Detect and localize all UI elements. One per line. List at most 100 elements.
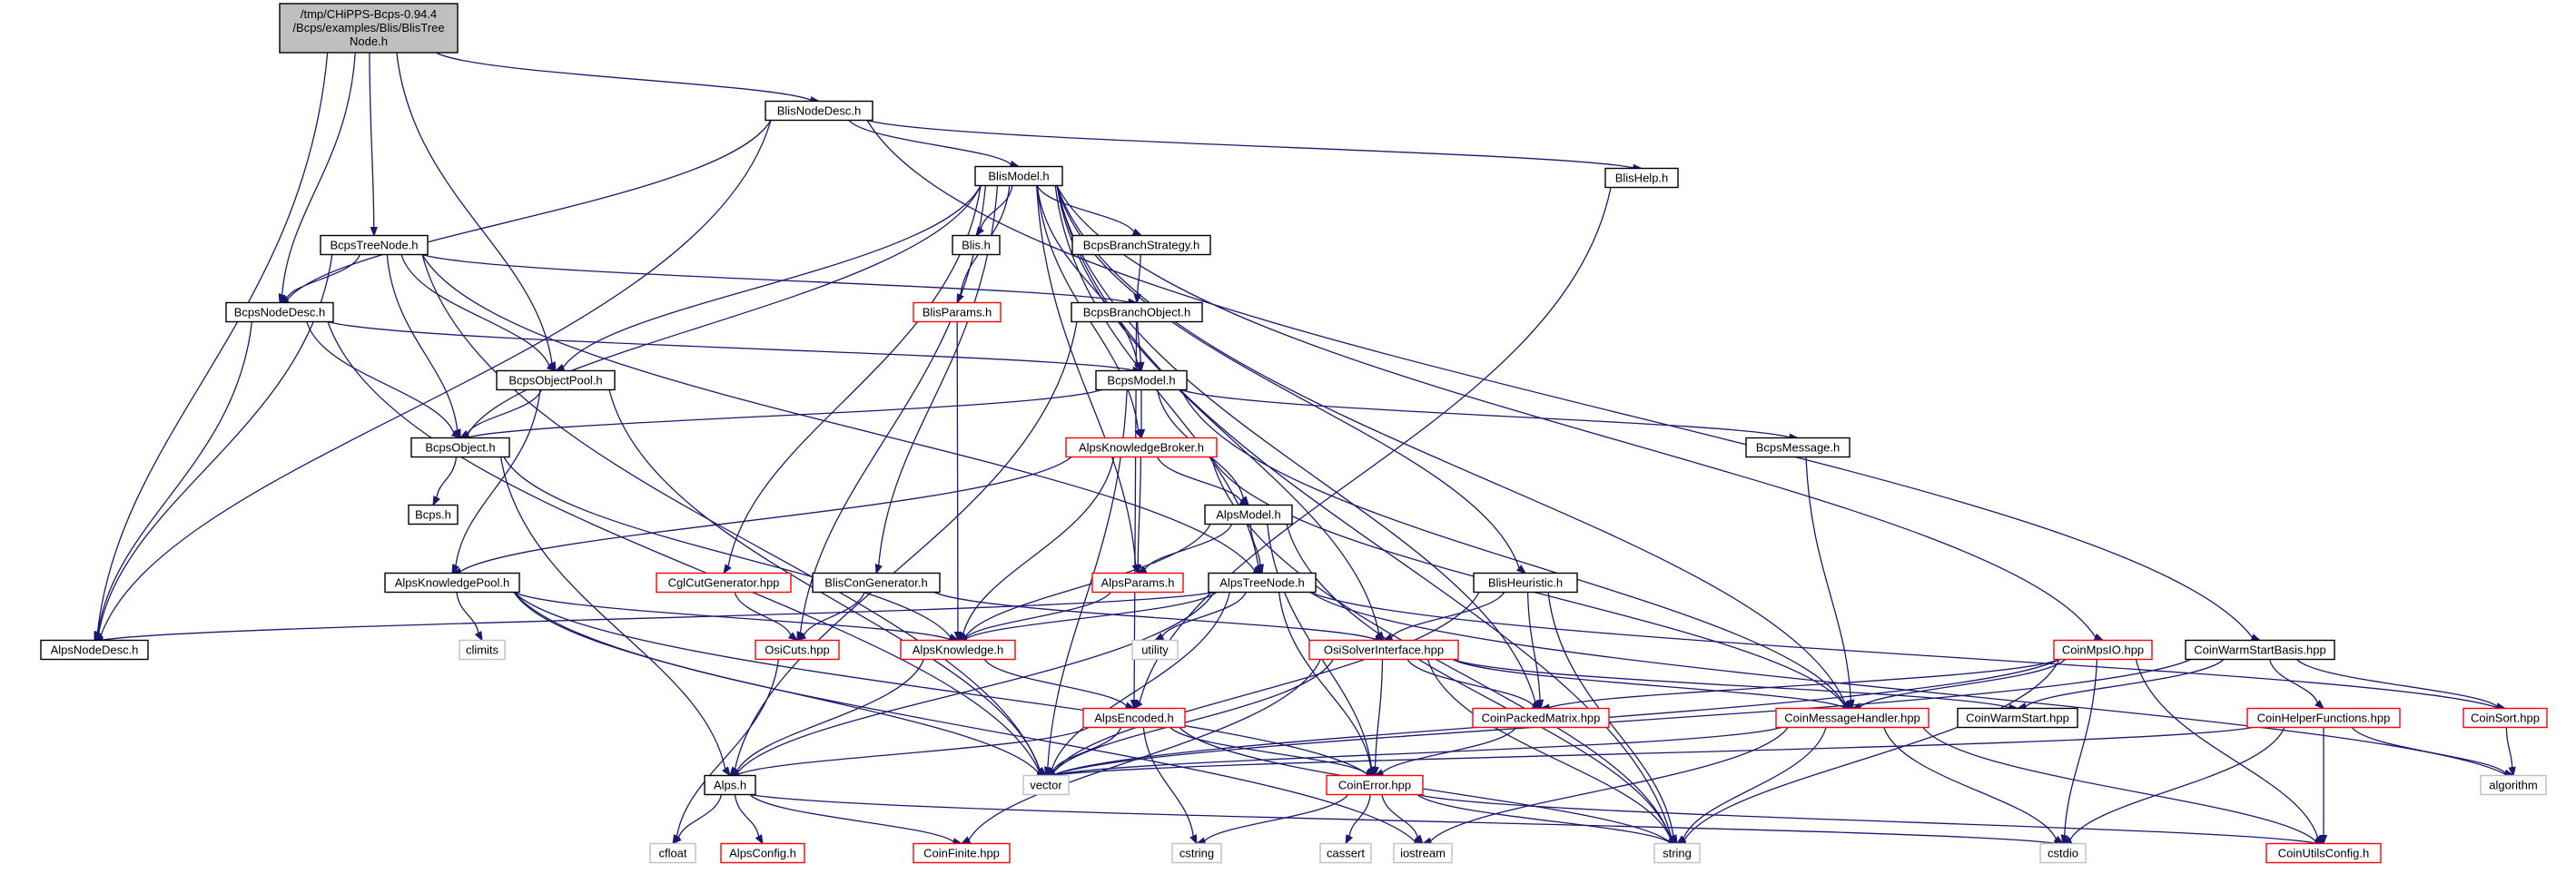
node-coinpackedmatrix-hpp[interactable]: CoinPackedMatrix.hpp — [1472, 707, 1610, 729]
edge-arrowhead — [1133, 293, 1141, 304]
edge-arrowhead — [2093, 633, 2105, 642]
edge-line — [965, 592, 1218, 640]
node-cstdio[interactable]: cstdio — [2039, 842, 2087, 864]
node-bcps-h[interactable]: Bcps.h — [408, 504, 459, 525]
node-blis-h[interactable]: Blis.h — [952, 234, 1001, 256]
edge-line — [100, 120, 772, 636]
node-coinerror-hpp[interactable]: CoinError.hpp — [1326, 774, 1424, 796]
edge-bcpsobjectpool-h-to-bcpsobject-h — [459, 389, 542, 439]
node-cassert-label: cassert — [1327, 847, 1365, 860]
node-alpsparams-h[interactable]: AlpsParams.h — [1091, 572, 1184, 594]
edge-line — [980, 185, 1013, 230]
node-blisnodedesc-h[interactable]: BlisNodeDesc.h — [765, 100, 873, 122]
node-bcpsbranchstrategy-h[interactable]: BcpsBranchStrategy.h — [1071, 234, 1211, 256]
node-coinutilsconfig-h[interactable]: CoinUtilsConfig.h — [2265, 842, 2382, 864]
edge-line — [2505, 727, 2513, 768]
node-coinmessagehandler-hpp[interactable]: CoinMessageHandler.hpp — [1775, 707, 1930, 729]
root-node-box — [279, 3, 459, 54]
node-coinhelperfunctions-hpp[interactable]: CoinHelperFunctions.hpp — [2246, 707, 2401, 729]
node-bcpsmessage-h[interactable]: BcpsMessage.h — [1745, 437, 1851, 458]
node-bliscongenerator-h[interactable]: BlisConGenerator.h — [812, 572, 941, 594]
node-bcpsobjectpool-h[interactable]: BcpsObjectPool.h — [496, 369, 616, 391]
node-alpsmodel-h[interactable]: AlpsModel.h — [1204, 504, 1293, 525]
edge-line — [1051, 592, 1230, 771]
node-cglcutgenerator-hpp[interactable]: CglCutGenerator.hpp — [656, 572, 792, 594]
edge-line — [866, 120, 2254, 638]
edge-line — [1137, 321, 1141, 363]
node-climits[interactable]: climits — [459, 639, 506, 661]
node-cassert[interactable]: cassert — [1319, 842, 1372, 864]
node-coinwarmstartbasis-hpp[interactable]: CoinWarmStartBasis.hpp — [2185, 639, 2335, 661]
node-vector[interactable]: vector — [1022, 774, 1070, 796]
edge-line — [848, 120, 1012, 165]
node-alpstreenode-h[interactable]: AlpsTreeNode.h — [1208, 572, 1317, 594]
node-alpsknowledgepool-h-label: AlpsKnowledgePool.h — [395, 576, 509, 590]
node-string[interactable]: string — [1653, 842, 1701, 864]
node-utility[interactable]: utility — [1131, 639, 1179, 661]
node-bcpsobjectpool-h-label: BcpsObjectPool.h — [508, 374, 602, 388]
edge-line — [286, 254, 361, 300]
edge-osisolverinterface-hpp-to-coinerror-hpp — [1371, 659, 1384, 777]
node-bcpsnodedesc-h[interactable]: BcpsNodeDesc.h — [225, 301, 334, 323]
node-blisparams-h[interactable]: BlisParams.h — [913, 301, 1002, 323]
edge-blismodel-h-to-cglcutgenerator-hpp — [723, 185, 982, 574]
edge-line — [1547, 592, 1674, 837]
node-osisolverinterface-hpp-label: OsiSolverInterface.hpp — [1324, 643, 1444, 657]
node-blishelp-h[interactable]: BlisHelp.h — [1604, 167, 1679, 189]
node-alps-h-box — [704, 774, 756, 796]
node-bcpsbranchobject-h[interactable]: BcpsBranchObject.h — [1071, 301, 1203, 323]
node-cfloat[interactable]: cfloat — [649, 842, 696, 864]
edge-bcpstreenode-h-to-bcpsobjectpool-h — [400, 254, 558, 372]
root-node[interactable]: /tmp/CHiPPS-Bcps-0.94.4 /Bcps/examples/B… — [279, 3, 459, 54]
edge-line — [436, 52, 812, 101]
root-node-line-1: /tmp/CHiPPS-Bcps-0.94.4 — [301, 7, 437, 21]
node-bcpsobject-h-label: BcpsObject.h — [425, 441, 495, 455]
node-osicuts-hpp-label: OsiCuts.hpp — [765, 643, 830, 657]
node-osisolverinterface-hpp[interactable]: OsiSolverInterface.hpp — [1308, 639, 1459, 661]
node-iostream[interactable]: iostream — [1393, 842, 1453, 864]
edge-line — [421, 254, 1256, 571]
node-coinmpsio-hpp[interactable]: CoinMpsIO.hpp — [2053, 639, 2153, 661]
edge-line — [965, 592, 1111, 639]
node-coinsort-hpp[interactable]: CoinSort.hpp — [2462, 707, 2548, 729]
node-cstring[interactable]: cstring — [1171, 842, 1222, 864]
edge-line — [421, 253, 1130, 303]
edge-line — [1382, 727, 1517, 774]
node-alpsknowledge-h-label: AlpsKnowledge.h — [913, 643, 1003, 657]
node-alpsnodedesc-h-label: AlpsNodeDesc.h — [51, 643, 139, 657]
node-coinfinite-hpp[interactable]: CoinFinite.hpp — [913, 842, 1011, 864]
node-blismodel-h[interactable]: BlisModel.h — [974, 165, 1063, 187]
node-blisheuristic-h[interactable]: BlisHeuristic.h — [1473, 572, 1578, 594]
edge-bcpsobjectpool-h-to-alpsknowledgepool-h — [451, 389, 541, 574]
edge-line — [327, 320, 1134, 371]
node-alpsencoded-h[interactable]: AlpsEncoded.h — [1082, 707, 1186, 729]
edge-arrowhead — [960, 836, 972, 845]
node-bcpsmessage-h-label: BcpsMessage.h — [1756, 441, 1841, 455]
edge-bcpsnodedesc-h-to-alpsnodedesc-h — [94, 321, 253, 642]
node-alps-h[interactable]: Alps.h — [704, 774, 756, 796]
node-climits-box — [459, 639, 506, 661]
edge-line — [467, 185, 982, 435]
node-algorithm[interactable]: algorithm — [2480, 774, 2547, 796]
edge-line — [1056, 185, 1380, 634]
node-bcpsobject-h[interactable]: BcpsObject.h — [410, 437, 510, 458]
node-bcpstreenode-h[interactable]: BcpsTreeNode.h — [320, 234, 429, 256]
node-coinwarmstart-hpp[interactable]: CoinWarmStart.hpp — [1957, 707, 2078, 729]
edge-line — [467, 389, 542, 435]
edge-line — [1053, 658, 2192, 776]
node-alpsnodedesc-h[interactable]: AlpsNodeDesc.h — [40, 639, 149, 661]
node-alpsknowledge-h[interactable]: AlpsKnowledge.h — [900, 639, 1016, 661]
node-coinsort-hpp-box — [2462, 707, 2548, 729]
node-alpsconfig-h[interactable]: AlpsConfig.h — [720, 842, 805, 864]
edge-arrowhead — [1515, 565, 1527, 574]
node-osicuts-hpp[interactable]: OsiCuts.hpp — [755, 639, 840, 661]
node-bcpsmodel-h[interactable]: BcpsModel.h — [1095, 369, 1188, 391]
edge-bcpsmessage-h-to-coinmessagehandler-hpp — [1805, 457, 1855, 710]
node-alpsknowledgebroker-h[interactable]: AlpsKnowledgeBroker.h — [1065, 437, 1218, 458]
edge-arrowhead — [370, 226, 378, 237]
edge-line — [964, 524, 1211, 638]
edge-line — [1052, 592, 1480, 773]
node-alpsknowledgepool-h[interactable]: AlpsKnowledgePool.h — [384, 572, 520, 594]
edge-arrowhead — [451, 564, 459, 574]
edge-line — [1137, 457, 1142, 565]
